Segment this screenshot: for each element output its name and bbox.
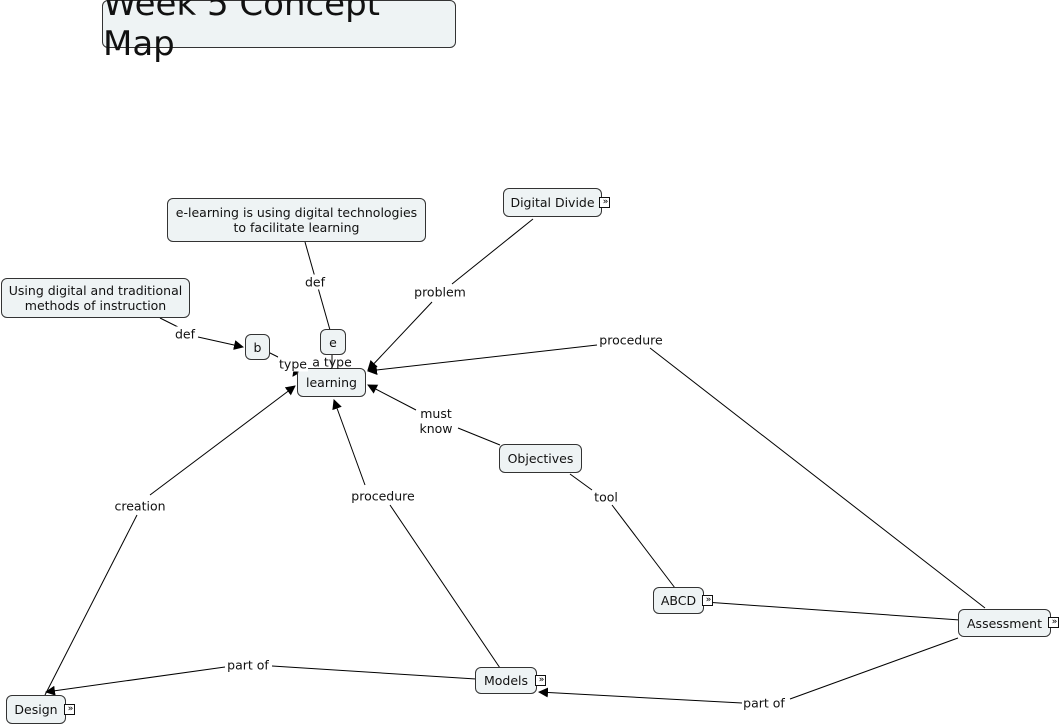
concept-assessment[interactable]: Assessment [958,609,1051,637]
map-title: Week 5 Concept Map [102,0,456,64]
concept-abcd[interactable]: ABCD [653,587,704,614]
connector-line [271,665,477,680]
connector-line [197,336,244,350]
connector-line [367,301,433,371]
connector-line [44,514,138,696]
connector-line [789,637,959,700]
concept-learning[interactable]: learning [297,368,366,397]
link-label-part-of: part of [742,695,786,711]
connector-line [649,347,986,609]
concept-design[interactable]: Design [6,695,66,724]
expand-submap-icon[interactable]: » [1048,617,1059,628]
expand-submap-icon[interactable]: » [702,595,713,606]
link-label-creation: creation [113,498,167,514]
concept-digital-divide[interactable]: Digital Divide [503,188,602,217]
link-label-tool: tool [593,489,619,505]
connector-line [389,504,501,669]
connector-line [457,427,501,446]
connector-line [159,317,181,329]
connector-line [45,666,226,696]
concept-elearning-definition[interactable]: e-learning is using digital technologies… [167,198,426,242]
connector-line [149,385,296,496]
link-label-problem: problem [413,284,467,300]
connector-line [451,218,534,285]
connector-line [332,399,366,486]
connector-line [367,384,417,411]
link-label-def: def [173,326,197,342]
expand-submap-icon[interactable]: » [64,704,75,715]
link-label-procedure: procedure [598,332,664,348]
link-label-must-know: must know [418,406,454,436]
concept-objectives[interactable]: Objectives [499,444,582,473]
connector-line [367,344,598,375]
concept-e[interactable]: e [320,329,346,355]
connector-line [538,687,743,704]
concept-blended-definition[interactable]: Using digital and traditional methods of… [1,278,190,318]
link-label-part-of: part of [226,657,270,673]
link-label-a-type: a type [312,354,352,370]
link-label-type: type [278,356,308,372]
expand-submap-icon[interactable]: » [535,675,546,686]
connector-line [704,601,961,621]
connector-line [569,473,593,491]
expand-submap-icon[interactable]: » [599,197,610,208]
concept-models[interactable]: Models [475,667,537,694]
link-label-def: def [303,274,327,290]
connector-line [611,504,676,589]
link-label-procedure: procedure [350,488,416,504]
concept-b[interactable]: b [245,334,270,360]
